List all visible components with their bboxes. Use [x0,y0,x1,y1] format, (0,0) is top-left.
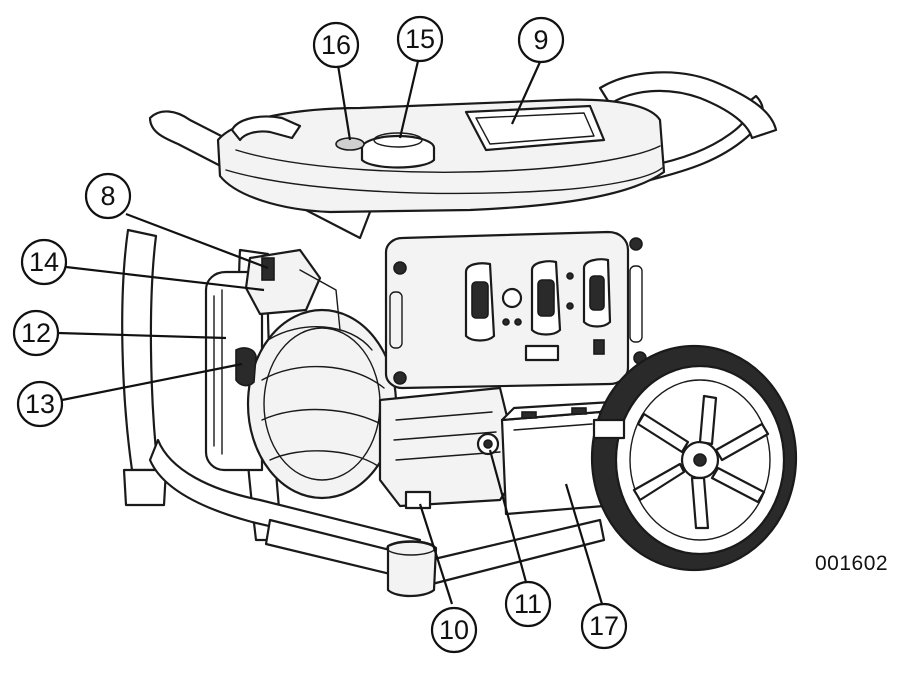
leader-lines [57,60,604,605]
callout-label: 9 [533,25,548,55]
callout-label: 16 [321,30,351,60]
recoil-starter-handle [235,347,257,387]
battery [500,400,614,516]
callout-label: 11 [514,589,542,619]
leader-9 [510,61,542,125]
tank-top-compartment [464,104,606,152]
callout-12: 12 [12,309,60,357]
figure-id: 001602 [815,552,889,575]
leader-17 [564,483,604,605]
leader-8 [125,212,269,270]
callout-label: 12 [21,318,51,348]
callout-13: 13 [16,380,64,428]
callout-label: 8 [100,181,115,211]
callout-9: 9 [517,16,565,64]
callout-label: 10 [439,615,469,645]
callout-16: 16 [312,21,360,69]
leader-15 [398,60,420,139]
callout-17: 17 [580,602,628,650]
leader-12 [57,331,227,340]
callout-15: 15 [396,15,444,63]
leader-16 [336,64,352,141]
fuel-tank [216,98,666,214]
callout-10: 10 [430,606,478,654]
callout-label: 15 [405,24,435,54]
oil-fill-cap [476,432,500,456]
engine-block [204,248,522,508]
callout-8: 8 [84,172,132,220]
callout-label: 14 [29,247,59,277]
control-panel [384,230,647,390]
leader-14 [65,265,265,292]
oil-drain-plug [404,490,432,510]
fuel-cap [360,132,436,169]
callout-label: 17 [589,611,619,641]
callout-label: 13 [25,389,55,419]
leader-11 [488,449,528,583]
leader-10 [418,503,454,605]
leader-13 [61,362,243,402]
wheel [590,344,798,572]
callout-11: 11 [504,580,552,628]
callout-14: 14 [20,238,68,286]
